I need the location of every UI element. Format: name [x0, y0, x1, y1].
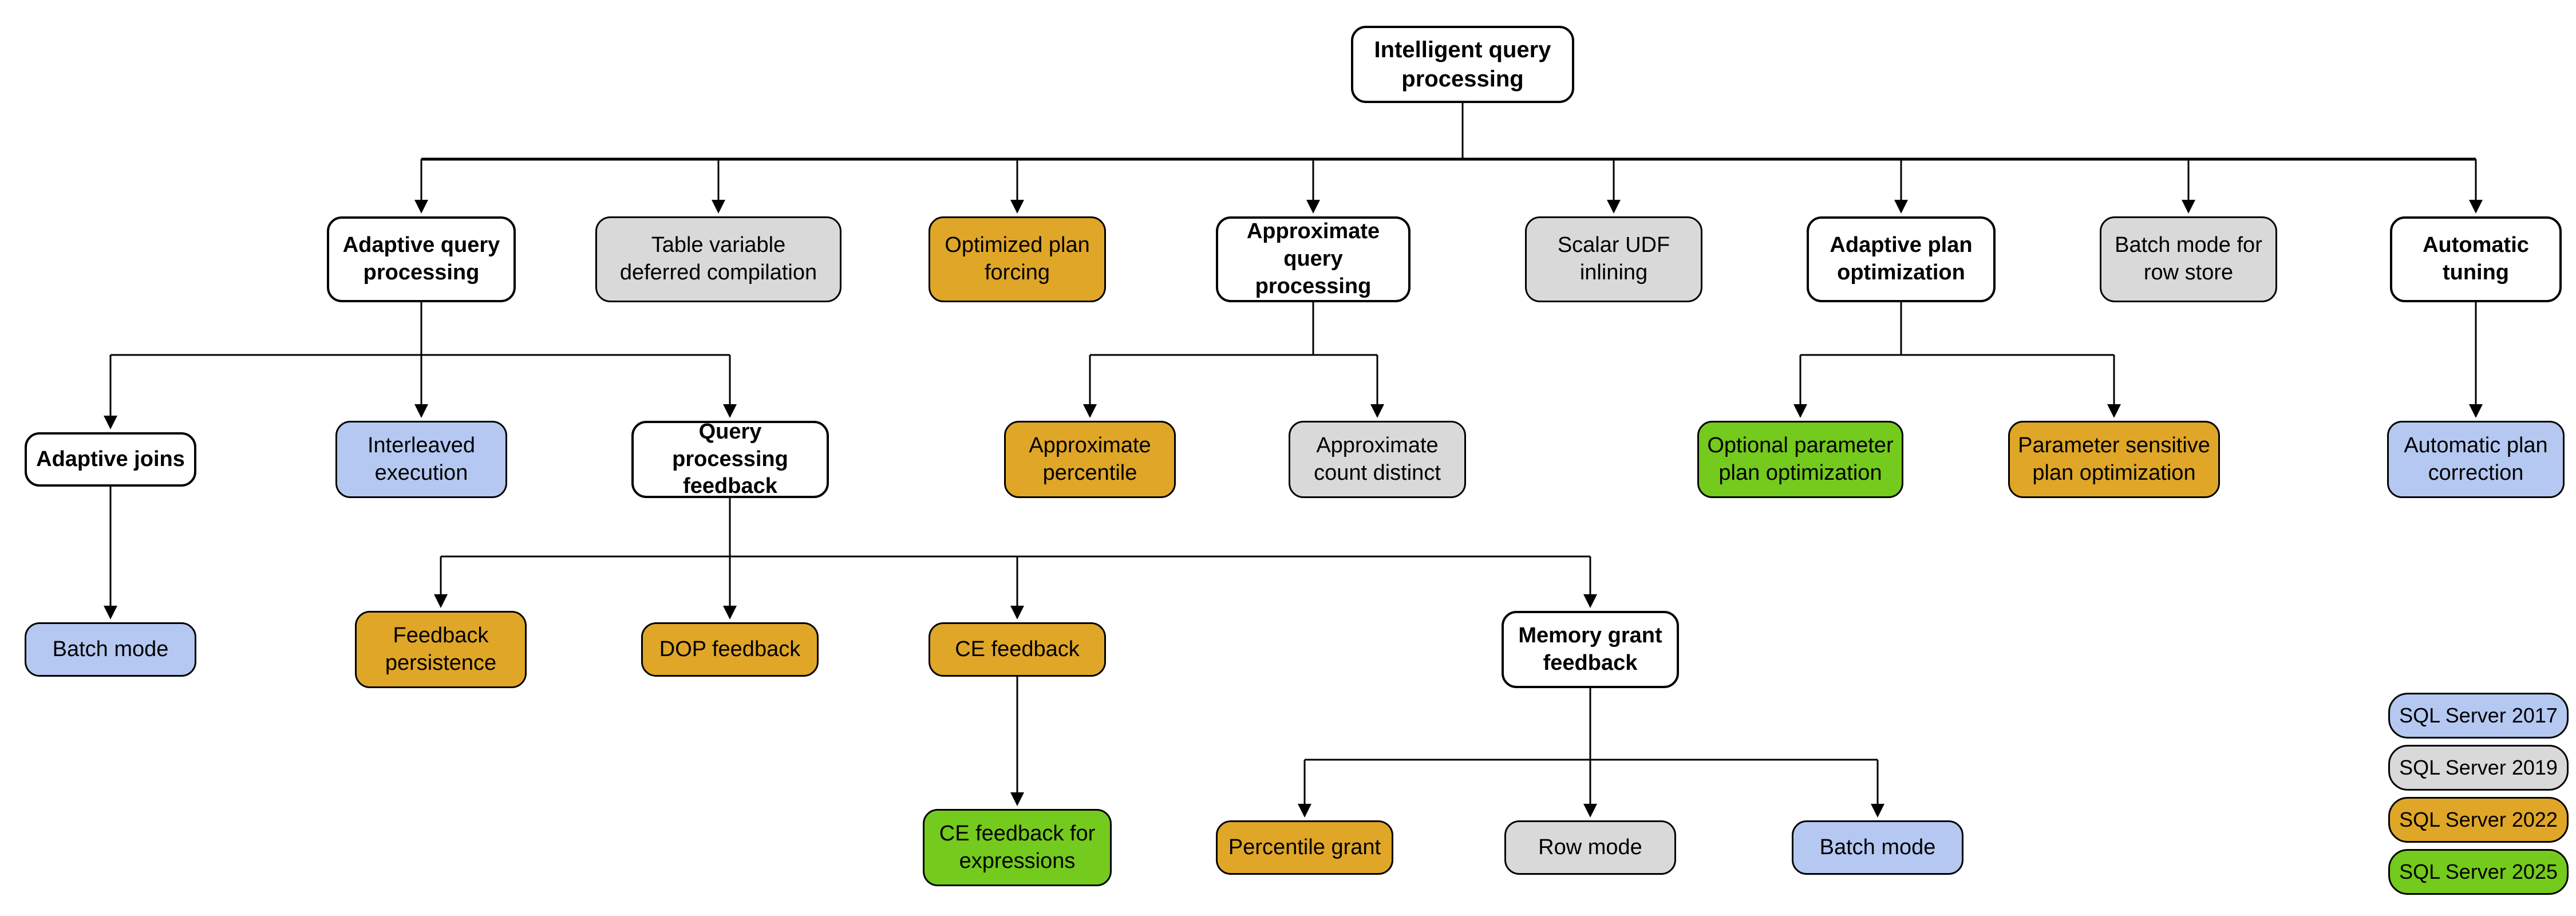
node-batch-mode-adaptive-joins: Batch mode [25, 622, 196, 677]
connectors-qp-feedback-children [434, 498, 1597, 619]
node-automatic-tuning: Automatic tuning [2390, 216, 2562, 302]
node-approximate-percentile: Approximate percentile [1004, 421, 1176, 498]
node-intelligent-query-processing: Intelligent query processing [1351, 26, 1574, 103]
connectors-memory-grant-children [1298, 688, 1884, 818]
node-batch-mode-for-row-store: Batch mode for row store [2100, 216, 2277, 302]
legend-sql-server-2022: SQL Server 2022 [2388, 797, 2569, 843]
node-batch-mode-memory-grant: Batch mode [1792, 820, 1963, 875]
node-percentile-grant: Percentile grant [1216, 820, 1393, 875]
node-query-processing-feedback: Query processing feedback [631, 420, 829, 498]
legend-sql-server-2019: SQL Server 2019 [2388, 745, 2569, 791]
legend-sql-server-2025: SQL Server 2025 [2388, 849, 2569, 895]
node-scalar-udf-inlining: Scalar UDF inlining [1525, 216, 1702, 302]
connectors-adaptive-qp-children [104, 302, 737, 429]
node-interleaved-execution: Interleaved execution [335, 421, 507, 498]
node-table-variable-deferred-compilation: Table variable deferred compilation [595, 216, 841, 302]
node-ce-feedback: CE feedback [929, 622, 1106, 677]
node-approximate-query-processing: Approximate query processing [1216, 216, 1411, 302]
node-automatic-plan-correction: Automatic plan correction [2387, 421, 2565, 498]
node-parameter-sensitive-plan-optimization: Parameter sensitive plan optimization [2008, 421, 2220, 498]
node-adaptive-plan-optimization: Adaptive plan optimization [1807, 216, 1996, 302]
node-feedback-persistence: Feedback persistence [355, 611, 527, 688]
connectors-adaptive-plan-opt-children [1793, 302, 2121, 418]
connectors-approx-qp-children [1083, 302, 1384, 418]
legend-sql-server-2017: SQL Server 2017 [2388, 693, 2569, 739]
node-row-mode: Row mode [1504, 820, 1676, 875]
node-optimized-plan-forcing: Optimized plan forcing [929, 216, 1106, 302]
node-ce-feedback-for-expressions: CE feedback for expressions [923, 809, 1112, 886]
node-adaptive-query-processing: Adaptive query processing [327, 216, 516, 302]
node-approximate-count-distinct: Approximate count distinct [1289, 421, 1466, 498]
connectors-root-to-row2 [414, 103, 2483, 214]
node-dop-feedback: DOP feedback [641, 622, 819, 677]
node-optional-parameter-plan-optimization: Optional parameter plan optimization [1697, 421, 1903, 498]
node-memory-grant-feedback: Memory grant feedback [1502, 611, 1679, 688]
node-adaptive-joins: Adaptive joins [25, 432, 196, 487]
